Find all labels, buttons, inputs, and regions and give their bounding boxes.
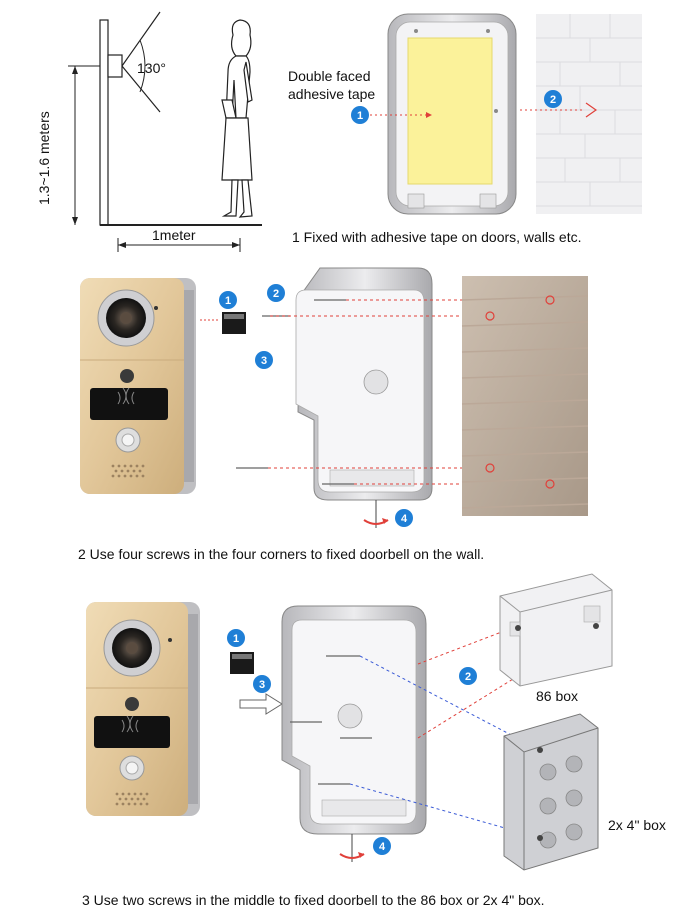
step-badge-2-3: 3 (255, 351, 273, 369)
caption-2: 2 Use four screws in the four corners to… (78, 546, 485, 562)
caption-3: 3 Use two screws in the middle to fixed … (82, 892, 545, 908)
junction-box-2x4 (503, 713, 599, 871)
step-badge-1: 1 (351, 106, 369, 124)
angle-label: 130° (137, 60, 166, 76)
doorbell-unit-3 (86, 602, 200, 816)
step-badge-2-1: 1 (219, 291, 237, 309)
back-housing-2 (295, 267, 433, 501)
wall-height-figure (68, 11, 262, 252)
sd-card-2 (222, 312, 246, 334)
svg-text:3: 3 (261, 355, 267, 367)
step-badge-3-1: 1 (227, 629, 245, 647)
rotate-arrow-2 (363, 500, 389, 528)
back-housing-3 (281, 605, 427, 835)
box-2x4-label: 2x 4" box (608, 817, 666, 833)
svg-text:2: 2 (550, 94, 556, 106)
red-guide-lines-2 (268, 299, 546, 485)
tape-label-line1: Double faced (288, 68, 371, 84)
svg-text:2: 2 (273, 288, 279, 300)
svg-text:3: 3 (259, 679, 265, 691)
step-badge-3-2: 2 (459, 667, 477, 685)
step-badge-3-3: 3 (253, 675, 271, 693)
tape-label-line2: adhesive tape (288, 86, 376, 102)
wall-panel-middle (461, 276, 589, 516)
wall-panel-top (536, 14, 642, 214)
svg-text:2: 2 (465, 671, 471, 683)
step-badge-2-4: 4 (395, 509, 413, 527)
svg-text:1: 1 (233, 633, 239, 645)
svg-text:4: 4 (379, 841, 386, 853)
adhesive-back-plate (387, 13, 517, 215)
svg-text:1: 1 (225, 295, 231, 307)
svg-text:4: 4 (401, 513, 408, 525)
step-badge-3-4: 4 (373, 837, 391, 855)
svg-text:1: 1 (357, 110, 363, 122)
insert-arrow-3 (239, 693, 283, 715)
screws-3 (290, 655, 372, 785)
junction-box-86 (499, 573, 613, 687)
rotate-arrow-3 (339, 834, 365, 862)
box-86-label: 86 box (536, 688, 579, 704)
doorbell-unit-2 (80, 278, 196, 494)
height-label: 1.3~1.6 meters (36, 111, 52, 205)
step-badge-2-2: 2 (267, 284, 285, 302)
caption-1: 1 Fixed with adhesive tape on doors, wal… (292, 229, 582, 245)
sd-card-3 (230, 652, 254, 674)
step-badge-2: 2 (544, 90, 562, 108)
distance-label: 1meter (152, 227, 196, 243)
person-figure (221, 19, 253, 218)
